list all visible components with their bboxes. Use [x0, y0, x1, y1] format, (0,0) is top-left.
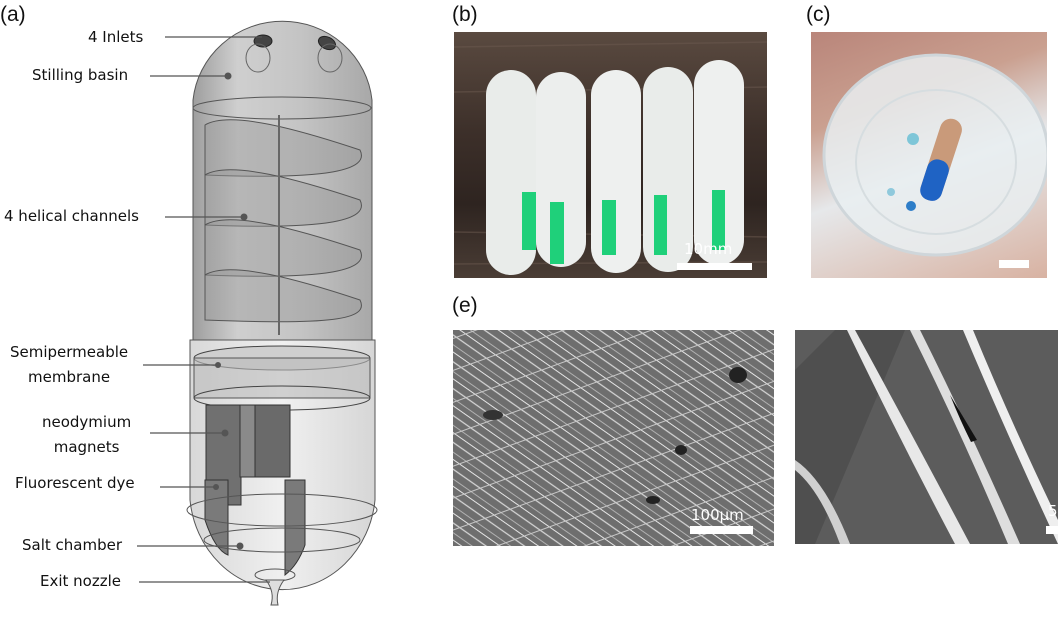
- capsule-row: [486, 60, 744, 275]
- sem-image-low-mag: 100µm: [453, 330, 774, 546]
- scale-label-e-right: 5: [1048, 502, 1058, 520]
- scale-label-e-left: 100µm: [691, 506, 744, 524]
- capsule-print: [643, 67, 693, 272]
- fiber-bands: [795, 330, 1058, 544]
- capsule-shell-top: [192, 20, 373, 341]
- panel-label-e: (e): [452, 294, 478, 317]
- dish-photo: [811, 32, 1047, 278]
- exit-nozzle-shape: [265, 579, 285, 606]
- panel-label-c: (c): [806, 3, 831, 26]
- capsules-photo: 10mm: [454, 32, 767, 278]
- scale-bar-b: [677, 263, 752, 270]
- callout-exit-nozzle: Exit nozzle: [40, 572, 121, 590]
- capsule-print: [486, 70, 536, 275]
- callout-inlets: 4 Inlets: [88, 28, 144, 46]
- scale-label-b: 10mm: [684, 240, 733, 258]
- scale-bar-e-left: [690, 526, 753, 534]
- sem-image-high-mag: 5: [795, 330, 1058, 544]
- scale-bar-e-right: [1046, 526, 1058, 534]
- callout-stilling-basin: Stilling basin: [32, 66, 129, 84]
- capsule-in-dish: [920, 118, 962, 201]
- scale-bar-c: [999, 260, 1029, 268]
- callout-membrane-line1: Semipermeable: [10, 343, 129, 361]
- capsule-print: [694, 60, 744, 265]
- capsule-diagram: [137, 20, 378, 606]
- panel-label-a: (a): [0, 3, 26, 26]
- callout-membrane-line2: membrane: [28, 368, 111, 386]
- helical-channels-shape: [204, 119, 362, 323]
- magnet-block: [254, 404, 291, 478]
- capsule-print: [536, 72, 586, 267]
- callout-dye: Fluorescent dye: [15, 474, 135, 492]
- callout-membrane: Semipermeable membrane: [10, 340, 128, 390]
- callout-magnets-line1: neodymium: [42, 413, 132, 431]
- callout-magnets-line2: magnets: [53, 438, 120, 456]
- capsule-print: [591, 70, 641, 273]
- callout-helical-channels: 4 helical channels: [4, 207, 139, 225]
- callout-magnets: neodymium magnets: [42, 410, 131, 460]
- panel-label-b: (b): [452, 3, 478, 26]
- callout-salt-chamber: Salt chamber: [22, 536, 123, 554]
